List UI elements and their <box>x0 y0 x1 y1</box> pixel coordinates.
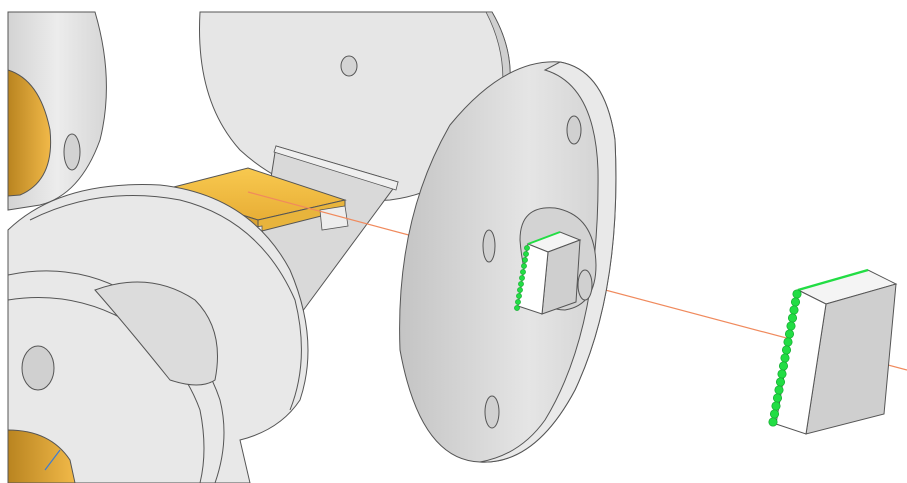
right-crystal-block[interactable] <box>768 268 898 435</box>
bolt-hole-icon <box>482 229 496 263</box>
bolt-hole-icon <box>340 55 358 77</box>
bolt-hole-icon <box>21 345 55 391</box>
bolt-hole-icon <box>484 395 500 429</box>
bolt-hole-icon <box>577 269 593 301</box>
left-flange-top[interactable] <box>7 11 107 211</box>
front-flange[interactable] <box>7 184 309 483</box>
green-markers <box>768 289 802 427</box>
bolt-hole-icon <box>63 133 81 171</box>
center-crystal-block[interactable] <box>514 231 582 315</box>
green-markers <box>514 245 530 311</box>
bolt-hole-icon <box>566 115 582 145</box>
